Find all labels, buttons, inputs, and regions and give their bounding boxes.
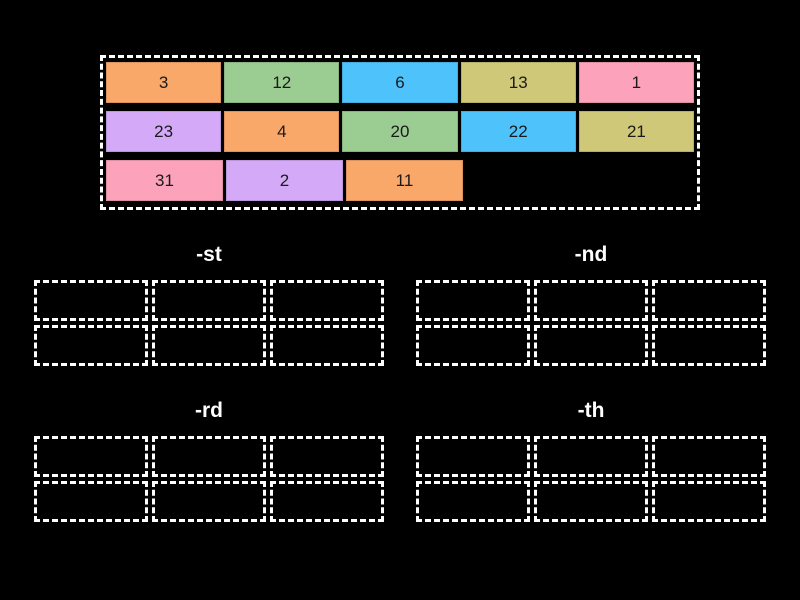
drop-slot[interactable] bbox=[652, 325, 766, 366]
drop-slot[interactable] bbox=[652, 481, 766, 522]
draggable-tile[interactable]: 2 bbox=[226, 160, 343, 201]
draggable-tile[interactable]: 23 bbox=[106, 111, 222, 152]
group-label-nd: -nd bbox=[574, 243, 608, 266]
slot-grid-st bbox=[34, 280, 384, 366]
drop-slot[interactable] bbox=[34, 481, 148, 522]
group-label-th: -th bbox=[577, 399, 605, 422]
draggable-tile[interactable]: 31 bbox=[106, 160, 223, 201]
drop-slot[interactable] bbox=[34, 280, 148, 321]
drop-slot[interactable] bbox=[534, 280, 648, 321]
drop-slot[interactable] bbox=[152, 280, 266, 321]
draggable-tile[interactable]: 13 bbox=[460, 62, 576, 103]
drop-group-rd: -rd bbox=[34, 396, 384, 522]
drop-slot[interactable] bbox=[270, 280, 384, 321]
drop-group-st: -st bbox=[34, 240, 384, 366]
drop-slot[interactable] bbox=[34, 436, 148, 477]
draggable-tile[interactable]: 20 bbox=[342, 111, 458, 152]
draggable-tile[interactable]: 12 bbox=[224, 62, 340, 103]
slot-grid-th bbox=[416, 436, 766, 522]
group-label-rd: -rd bbox=[195, 399, 223, 422]
drop-group-th: -th bbox=[416, 396, 766, 522]
draggable-tile[interactable]: 6 bbox=[342, 62, 458, 103]
drop-slot[interactable] bbox=[34, 325, 148, 366]
draggable-tile[interactable]: 21 bbox=[578, 111, 695, 152]
drop-slot[interactable] bbox=[416, 280, 530, 321]
group-label-st: -st bbox=[196, 243, 222, 266]
draggable-tile[interactable]: 22 bbox=[460, 111, 576, 152]
drop-slot[interactable] bbox=[416, 325, 530, 366]
drop-slot[interactable] bbox=[270, 436, 384, 477]
drop-slot[interactable] bbox=[534, 481, 648, 522]
drop-slot[interactable] bbox=[652, 436, 766, 477]
slot-grid-nd bbox=[416, 280, 766, 366]
drop-slot[interactable] bbox=[416, 436, 530, 477]
draggable-tile[interactable]: 1 bbox=[578, 62, 695, 103]
draggable-tile[interactable]: 3 bbox=[106, 62, 222, 103]
drop-slot[interactable] bbox=[416, 481, 530, 522]
drop-slot[interactable] bbox=[652, 280, 766, 321]
drop-slot[interactable] bbox=[270, 325, 384, 366]
drop-slot[interactable] bbox=[270, 481, 384, 522]
drop-slot[interactable] bbox=[534, 325, 648, 366]
drop-slot[interactable] bbox=[152, 436, 266, 477]
drop-group-nd: -nd bbox=[416, 240, 766, 366]
drop-slot[interactable] bbox=[152, 325, 266, 366]
drop-slot[interactable] bbox=[152, 481, 266, 522]
drop-slot[interactable] bbox=[534, 436, 648, 477]
draggable-tile[interactable]: 11 bbox=[346, 160, 463, 201]
draggable-tile[interactable]: 4 bbox=[224, 111, 340, 152]
slot-grid-rd bbox=[34, 436, 384, 522]
